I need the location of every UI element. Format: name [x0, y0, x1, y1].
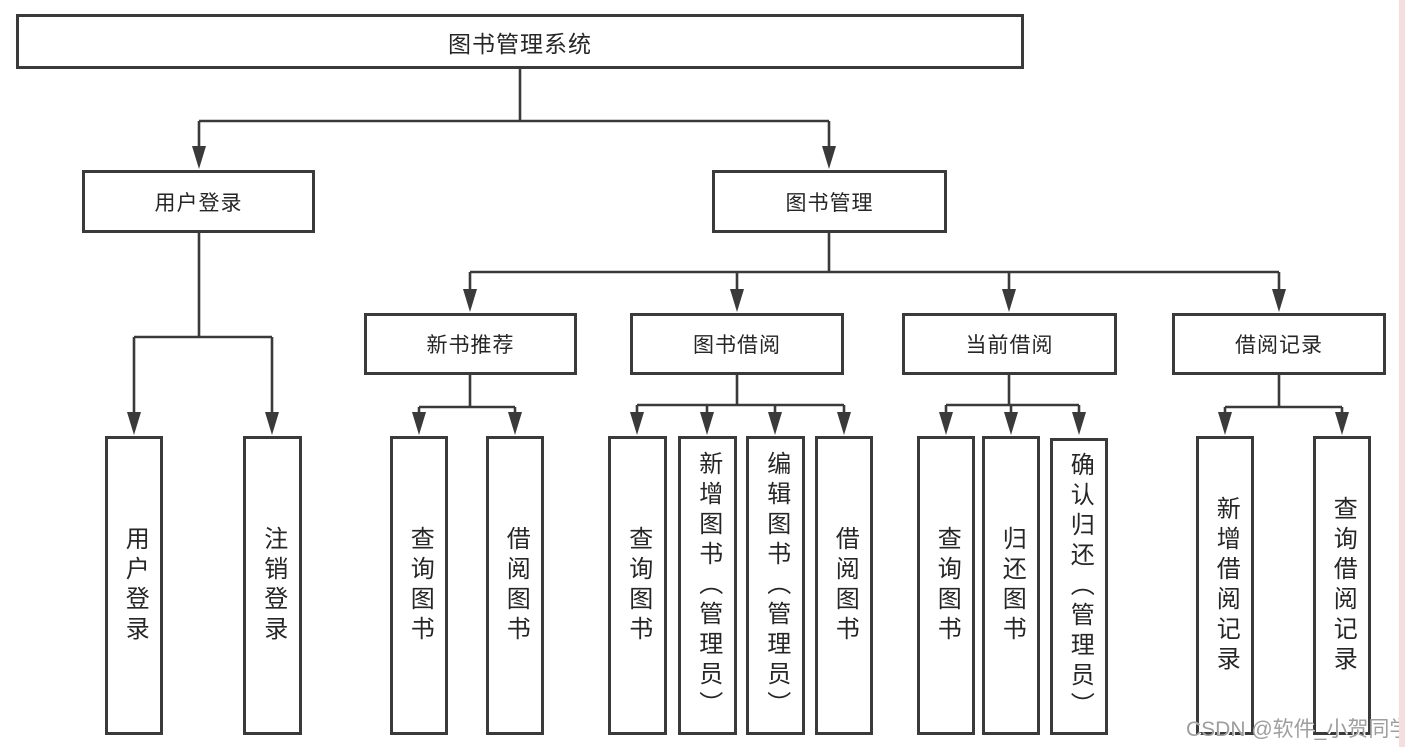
connector-book-borrow [635, 375, 846, 414]
node-new-book-recommend: 新书推荐 [364, 313, 577, 375]
arrow-nb-borrow [508, 412, 522, 435]
arrow-book-mgmt [822, 146, 836, 169]
leaf-current-confirm-admin-label: 确认归还（管理员） [1066, 451, 1094, 722]
arrow-leaf-logout [265, 412, 279, 435]
arrow-leaf-user-login [127, 412, 141, 435]
node-user-login-label: 用户登录 [154, 191, 243, 215]
node-book-borrow-label: 图书借阅 [693, 334, 781, 357]
leaf-current-confirm-admin: 确认归还（管理员） [1050, 438, 1108, 735]
node-user-login: 用户登录 [82, 170, 315, 233]
node-root: 图书管理系统 [16, 14, 1024, 69]
leaf-bookborrow-query: 查询图书 [608, 436, 667, 735]
node-book-borrow: 图书借阅 [630, 313, 844, 375]
leaf-logout: 注销登录 [243, 436, 302, 735]
leaf-current-return: 归还图书 [982, 436, 1040, 735]
leaf-records-query: 查询借阅记录 [1313, 436, 1371, 735]
arrow-br-query [1335, 412, 1349, 435]
node-new-book-recommend-label: 新书推荐 [426, 334, 515, 357]
connector-current-borrow [944, 375, 1081, 414]
leaf-records-add-label: 新增借阅记录 [1212, 495, 1240, 676]
leaf-bookborrow-edit-admin-label: 编辑图书（管理员） [762, 450, 790, 721]
leaf-records-query-label: 查询借阅记录 [1329, 495, 1357, 676]
arrow-cb-return [1004, 412, 1018, 435]
leaf-current-query-label: 查询图书 [933, 525, 961, 646]
leaf-bookborrow-edit-admin: 编辑图书（管理员） [746, 436, 805, 735]
leaf-user-login: 用户登录 [105, 436, 163, 735]
leaf-newbooks-query-label: 查询图书 [406, 525, 434, 646]
arrow-nb-query [412, 412, 426, 435]
connector-user-login [132, 233, 274, 414]
node-current-borrow-label: 当前借阅 [965, 334, 1054, 357]
leaf-bookborrow-borrow-label: 借阅图书 [831, 525, 859, 646]
arrow-bb-add [700, 412, 714, 435]
node-current-borrow: 当前借阅 [902, 313, 1117, 375]
arrow-cb-confirm [1072, 412, 1086, 435]
node-borrow-records-label: 借阅记录 [1235, 334, 1323, 357]
arrow-book-borrow [730, 289, 744, 312]
leaf-bookborrow-add-admin: 新增图书（管理员） [678, 436, 737, 735]
leaf-bookborrow-query-label: 查询图书 [624, 525, 652, 646]
leaf-bookborrow-borrow: 借阅图书 [815, 436, 873, 735]
node-borrow-records: 借阅记录 [1172, 313, 1386, 375]
arrow-current-borrow [1002, 289, 1016, 312]
arrow-br-add [1218, 412, 1232, 435]
leaf-records-add: 新增借阅记录 [1196, 436, 1254, 735]
arrow-user-login [192, 146, 206, 169]
leaf-current-return-label: 归还图书 [998, 525, 1026, 646]
leaf-user-login-label: 用户登录 [121, 525, 149, 646]
leaf-bookborrow-add-admin-label: 新增图书（管理员） [694, 450, 722, 721]
arrow-new-books [463, 289, 477, 312]
leaf-newbooks-borrow: 借阅图书 [486, 436, 544, 735]
node-book-management: 图书管理 [712, 170, 947, 233]
node-book-management-label: 图书管理 [785, 191, 874, 215]
right-edge-strip [1399, 0, 1405, 747]
connector-new-books [417, 375, 517, 414]
leaf-newbooks-query: 查询图书 [390, 436, 448, 735]
connector-book-mgmt [468, 233, 1281, 291]
arrow-cb-query [939, 412, 953, 435]
leaf-logout-label: 注销登录 [259, 525, 287, 646]
leaf-newbooks-borrow-label: 借阅图书 [502, 525, 530, 646]
arrow-bb-query [630, 412, 644, 435]
node-root-label: 图书管理系统 [448, 30, 592, 57]
arrow-bb-borrow [837, 412, 851, 435]
arrow-bb-edit [768, 412, 782, 435]
leaf-current-query: 查询图书 [917, 436, 975, 735]
connector-borrow-records [1223, 375, 1344, 414]
csdn-watermark: CSDN @软件_小贺同学 [1186, 718, 1405, 741]
connector-root-to-level2 [197, 69, 831, 148]
arrow-borrow-records [1272, 289, 1286, 312]
